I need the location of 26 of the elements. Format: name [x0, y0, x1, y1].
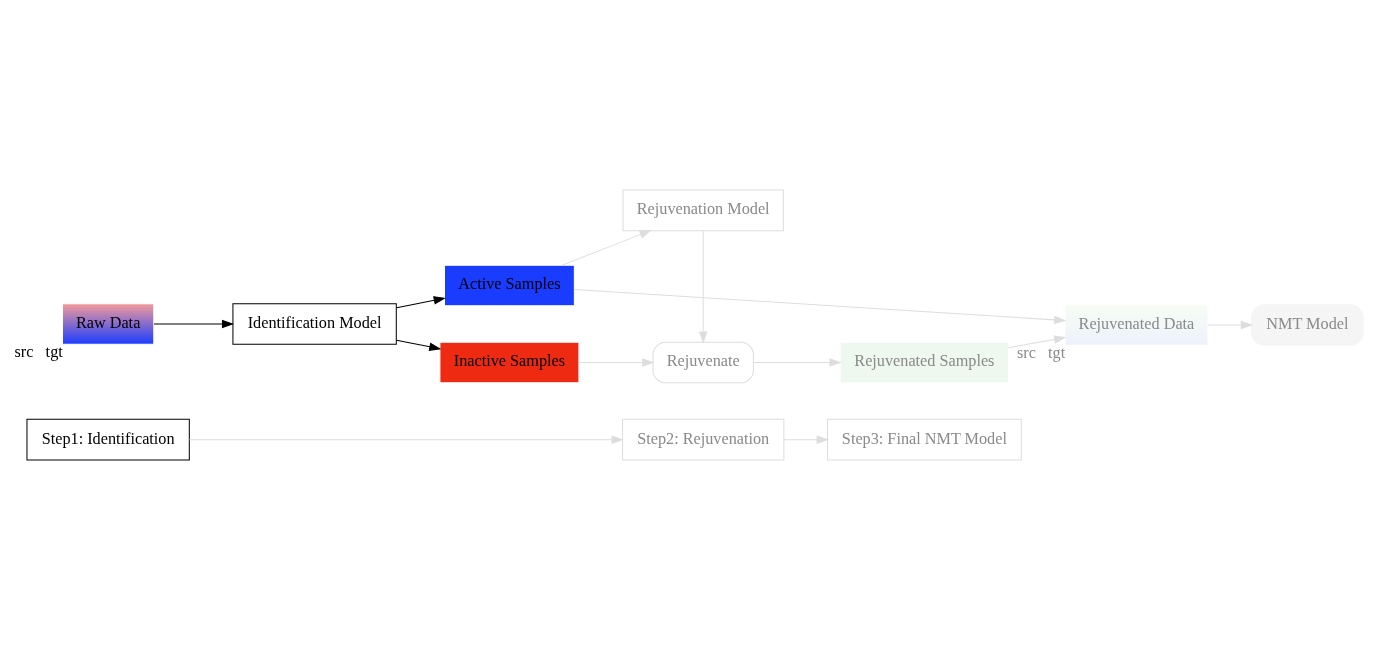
- node-box: Step1: Identification: [25, 418, 190, 461]
- node-box: Step2: Rejuvenation: [621, 418, 784, 461]
- arrow: [395, 339, 441, 351]
- node-box: Rejuvenate: [651, 341, 754, 384]
- arrow: [573, 288, 1066, 325]
- node-label: src tgt: [1016, 344, 1065, 363]
- node-box: Rejuvenated Data: [1063, 304, 1208, 346]
- node-box: Active Samples: [443, 264, 575, 307]
- arrow: [752, 358, 842, 367]
- arrow: [1007, 335, 1066, 349]
- arrow: [153, 319, 234, 329]
- node-box: Rejuvenation Model: [622, 189, 784, 232]
- arrow: [561, 230, 652, 266]
- node-box: Rejuvenated Samples: [839, 341, 1009, 384]
- arrow: [698, 230, 707, 344]
- node-box: NMT Model: [1250, 304, 1364, 346]
- arrow: [1207, 320, 1253, 330]
- node-label: src tgt: [14, 343, 63, 362]
- arrow: [188, 435, 624, 444]
- node-box: Inactive Samples: [438, 341, 579, 384]
- node-box: Step3: Final NMT Model: [826, 418, 1022, 461]
- arrow: [395, 296, 446, 309]
- node-box: Raw Data: [61, 303, 154, 345]
- arrow: [578, 358, 654, 367]
- node-box: Identification Model: [231, 303, 397, 345]
- arrow: [782, 435, 829, 444]
